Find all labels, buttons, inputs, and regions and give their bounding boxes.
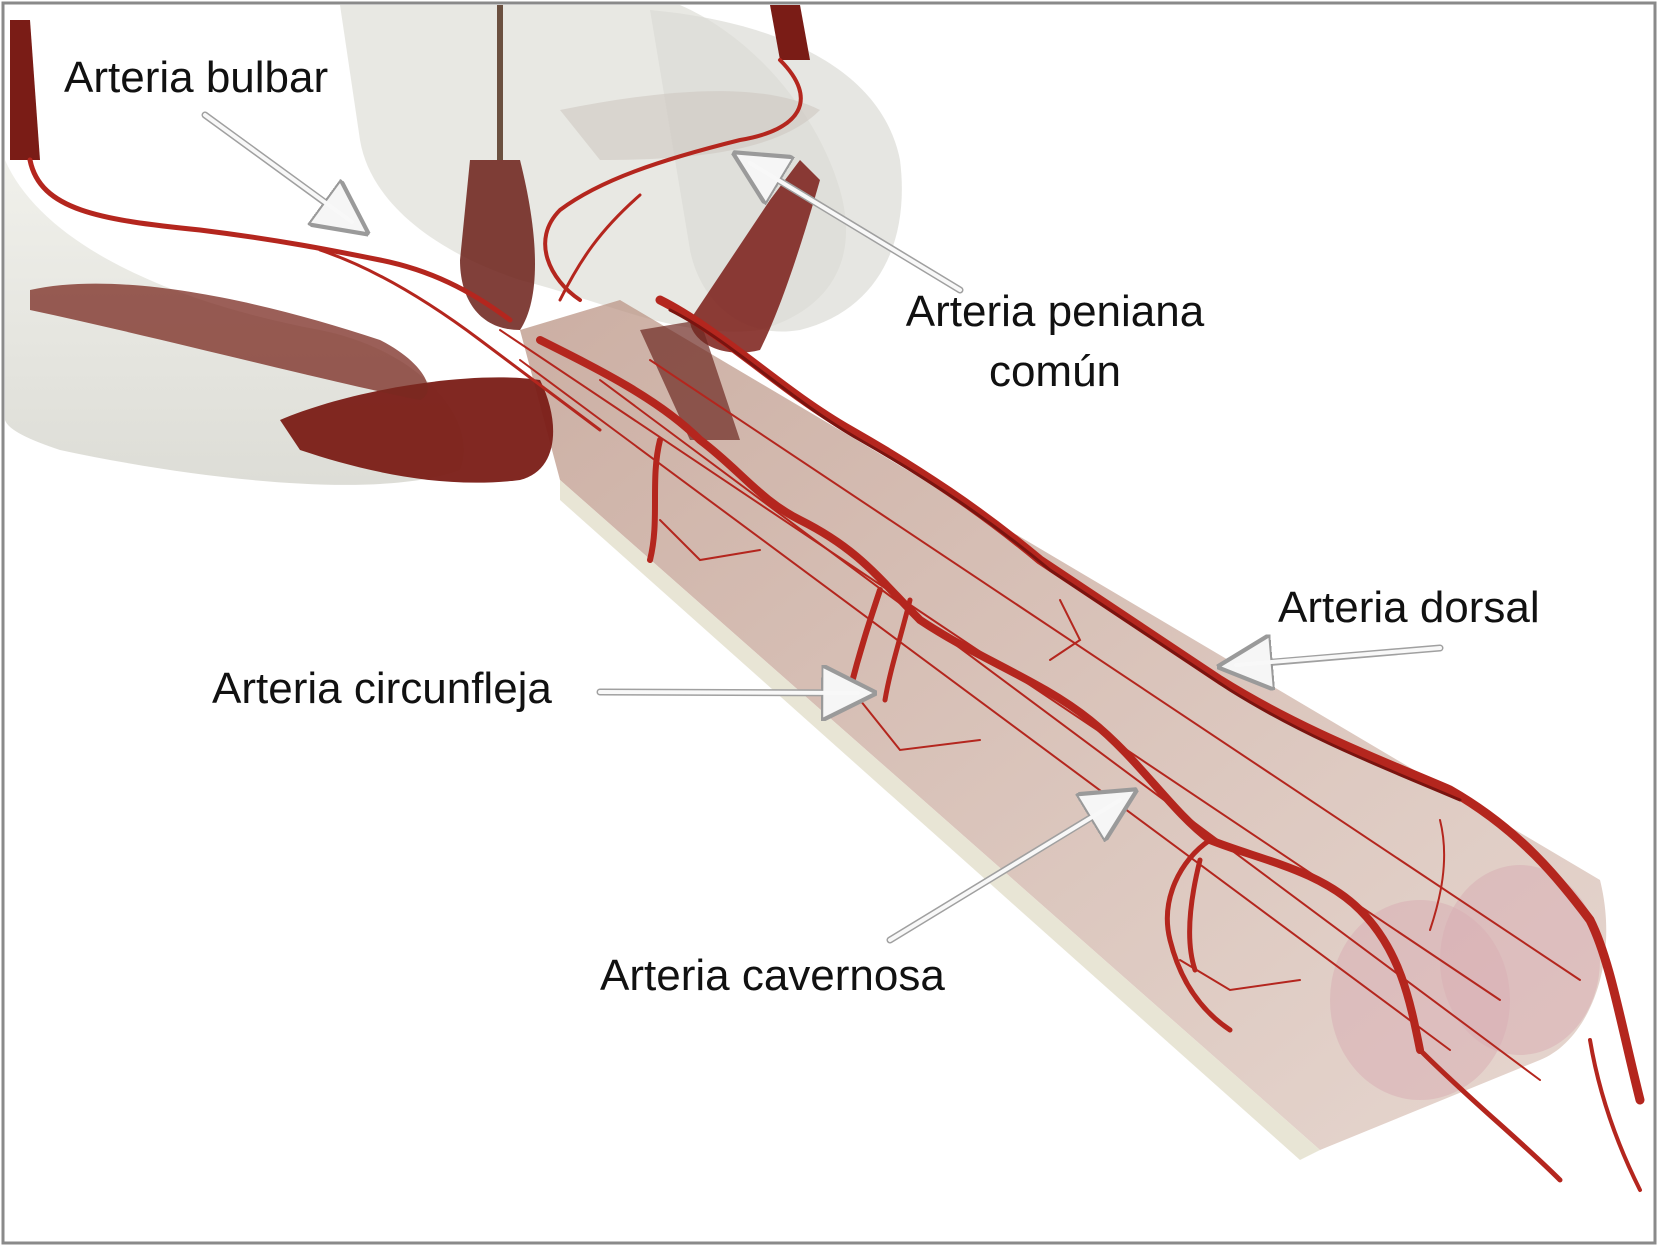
pointer-arrows-highlight [203, 113, 1442, 942]
crus-right [690, 160, 820, 353]
crus-right-base [640, 320, 740, 440]
arrow-cavernosa-inner [888, 798, 1122, 942]
bulbar-artery [27, 157, 513, 323]
thin-vessel-4 [649, 359, 1581, 981]
thin-vessel-8 [1179, 959, 1301, 992]
crus-center [460, 160, 535, 330]
label-arteria-peniana-line1: Arteria peniana [906, 287, 1205, 336]
corpus-spongiosum [560, 480, 1320, 1160]
thin-vessel-3 [599, 379, 1541, 1081]
thin-vessel-9 [1429, 819, 1446, 931]
bulbospongiosus-muscle [280, 377, 554, 483]
label-arteria-bulbar: Arteria bulbar [64, 53, 328, 102]
common-penile-artery [543, 58, 803, 302]
glans-right [1440, 865, 1600, 1055]
label-arteria-cavernosa: Arteria cavernosa [600, 951, 945, 1000]
bulbar-artery-branch [318, 248, 602, 432]
arrow-bulbar-inner [203, 113, 354, 224]
dorsal-artery-shade [668, 308, 1462, 802]
label-arteria-peniana-line2: común [989, 347, 1121, 396]
arrow-dorsal-inner [1234, 646, 1442, 667]
dorsal-artery-tail [1588, 1038, 1642, 1192]
dorsal-artery [655, 295, 1645, 1105]
vessel-left-upper [10, 20, 40, 160]
thin-vessel-7 [1049, 599, 1082, 661]
circumflex-artery-1 [647, 437, 663, 563]
label-arteria-circunfleja: Arteria circunfleja [212, 664, 552, 713]
thin-vessel-5 [659, 519, 761, 562]
ischiocavernosus-left [30, 283, 428, 400]
circumflex-artery-4 [1187, 857, 1203, 973]
thin-vessel-2 [519, 359, 1451, 1051]
vessel-right-upper [770, 5, 810, 60]
circumflex-artery-3 [882, 597, 913, 703]
artery-network [27, 58, 1645, 1192]
arrow-circunfleja-inner [598, 690, 860, 695]
thin-vessel-1 [499, 329, 1501, 1001]
arrow-peniana-inner [748, 161, 962, 292]
cavernous-artery-tail [1417, 1047, 1563, 1183]
label-arteria-dorsal: Arteria dorsal [1278, 583, 1540, 632]
pelvic-ramus-shadow [560, 91, 820, 160]
common-penile-artery-branch [558, 193, 642, 302]
cavernous-artery-branch [1164, 837, 1233, 1033]
